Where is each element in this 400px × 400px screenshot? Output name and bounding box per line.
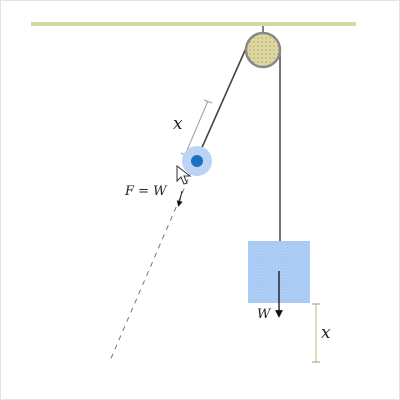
- rope-left-segment: [195, 45, 248, 162]
- applied-force-arrow: [176, 190, 183, 207]
- weight-label: W: [257, 307, 272, 322]
- mouse-cursor-icon: [176, 164, 192, 185]
- rope-length-label: x: [173, 114, 183, 134]
- applied-force-label: F = W: [124, 184, 168, 199]
- displacement-measure: [312, 303, 320, 363]
- displacement-label: x: [321, 323, 331, 343]
- rope-extension-dashed: [108, 160, 197, 364]
- drag-handle-icon[interactable]: [182, 146, 212, 176]
- pulley-wheel-icon: [244, 31, 282, 69]
